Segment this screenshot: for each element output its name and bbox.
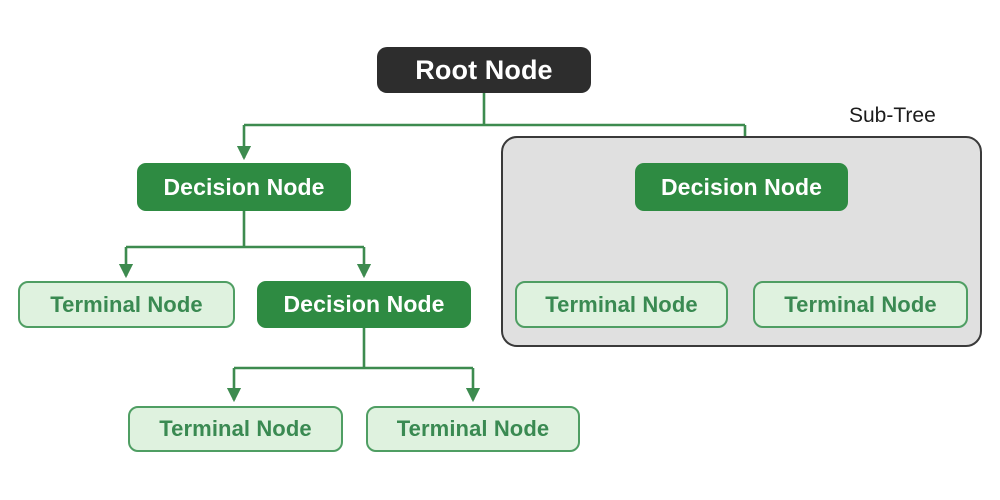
node-decision-left-child[interactable]: Decision Node [257,281,471,328]
node-decision-left[interactable]: Decision Node [137,163,351,211]
node-terminal-bottom-2[interactable]: Terminal Node [366,406,580,452]
node-terminal-subtree-1[interactable]: Terminal Node [515,281,728,328]
node-terminal-bottom-1[interactable]: Terminal Node [128,406,343,452]
node-terminal-left[interactable]: Terminal Node [18,281,235,328]
node-terminal-subtree-2[interactable]: Terminal Node [753,281,968,328]
node-decision-right[interactable]: Decision Node [635,163,848,211]
node-root[interactable]: Root Node [377,47,591,93]
subtree-label: Sub-Tree [849,104,936,127]
